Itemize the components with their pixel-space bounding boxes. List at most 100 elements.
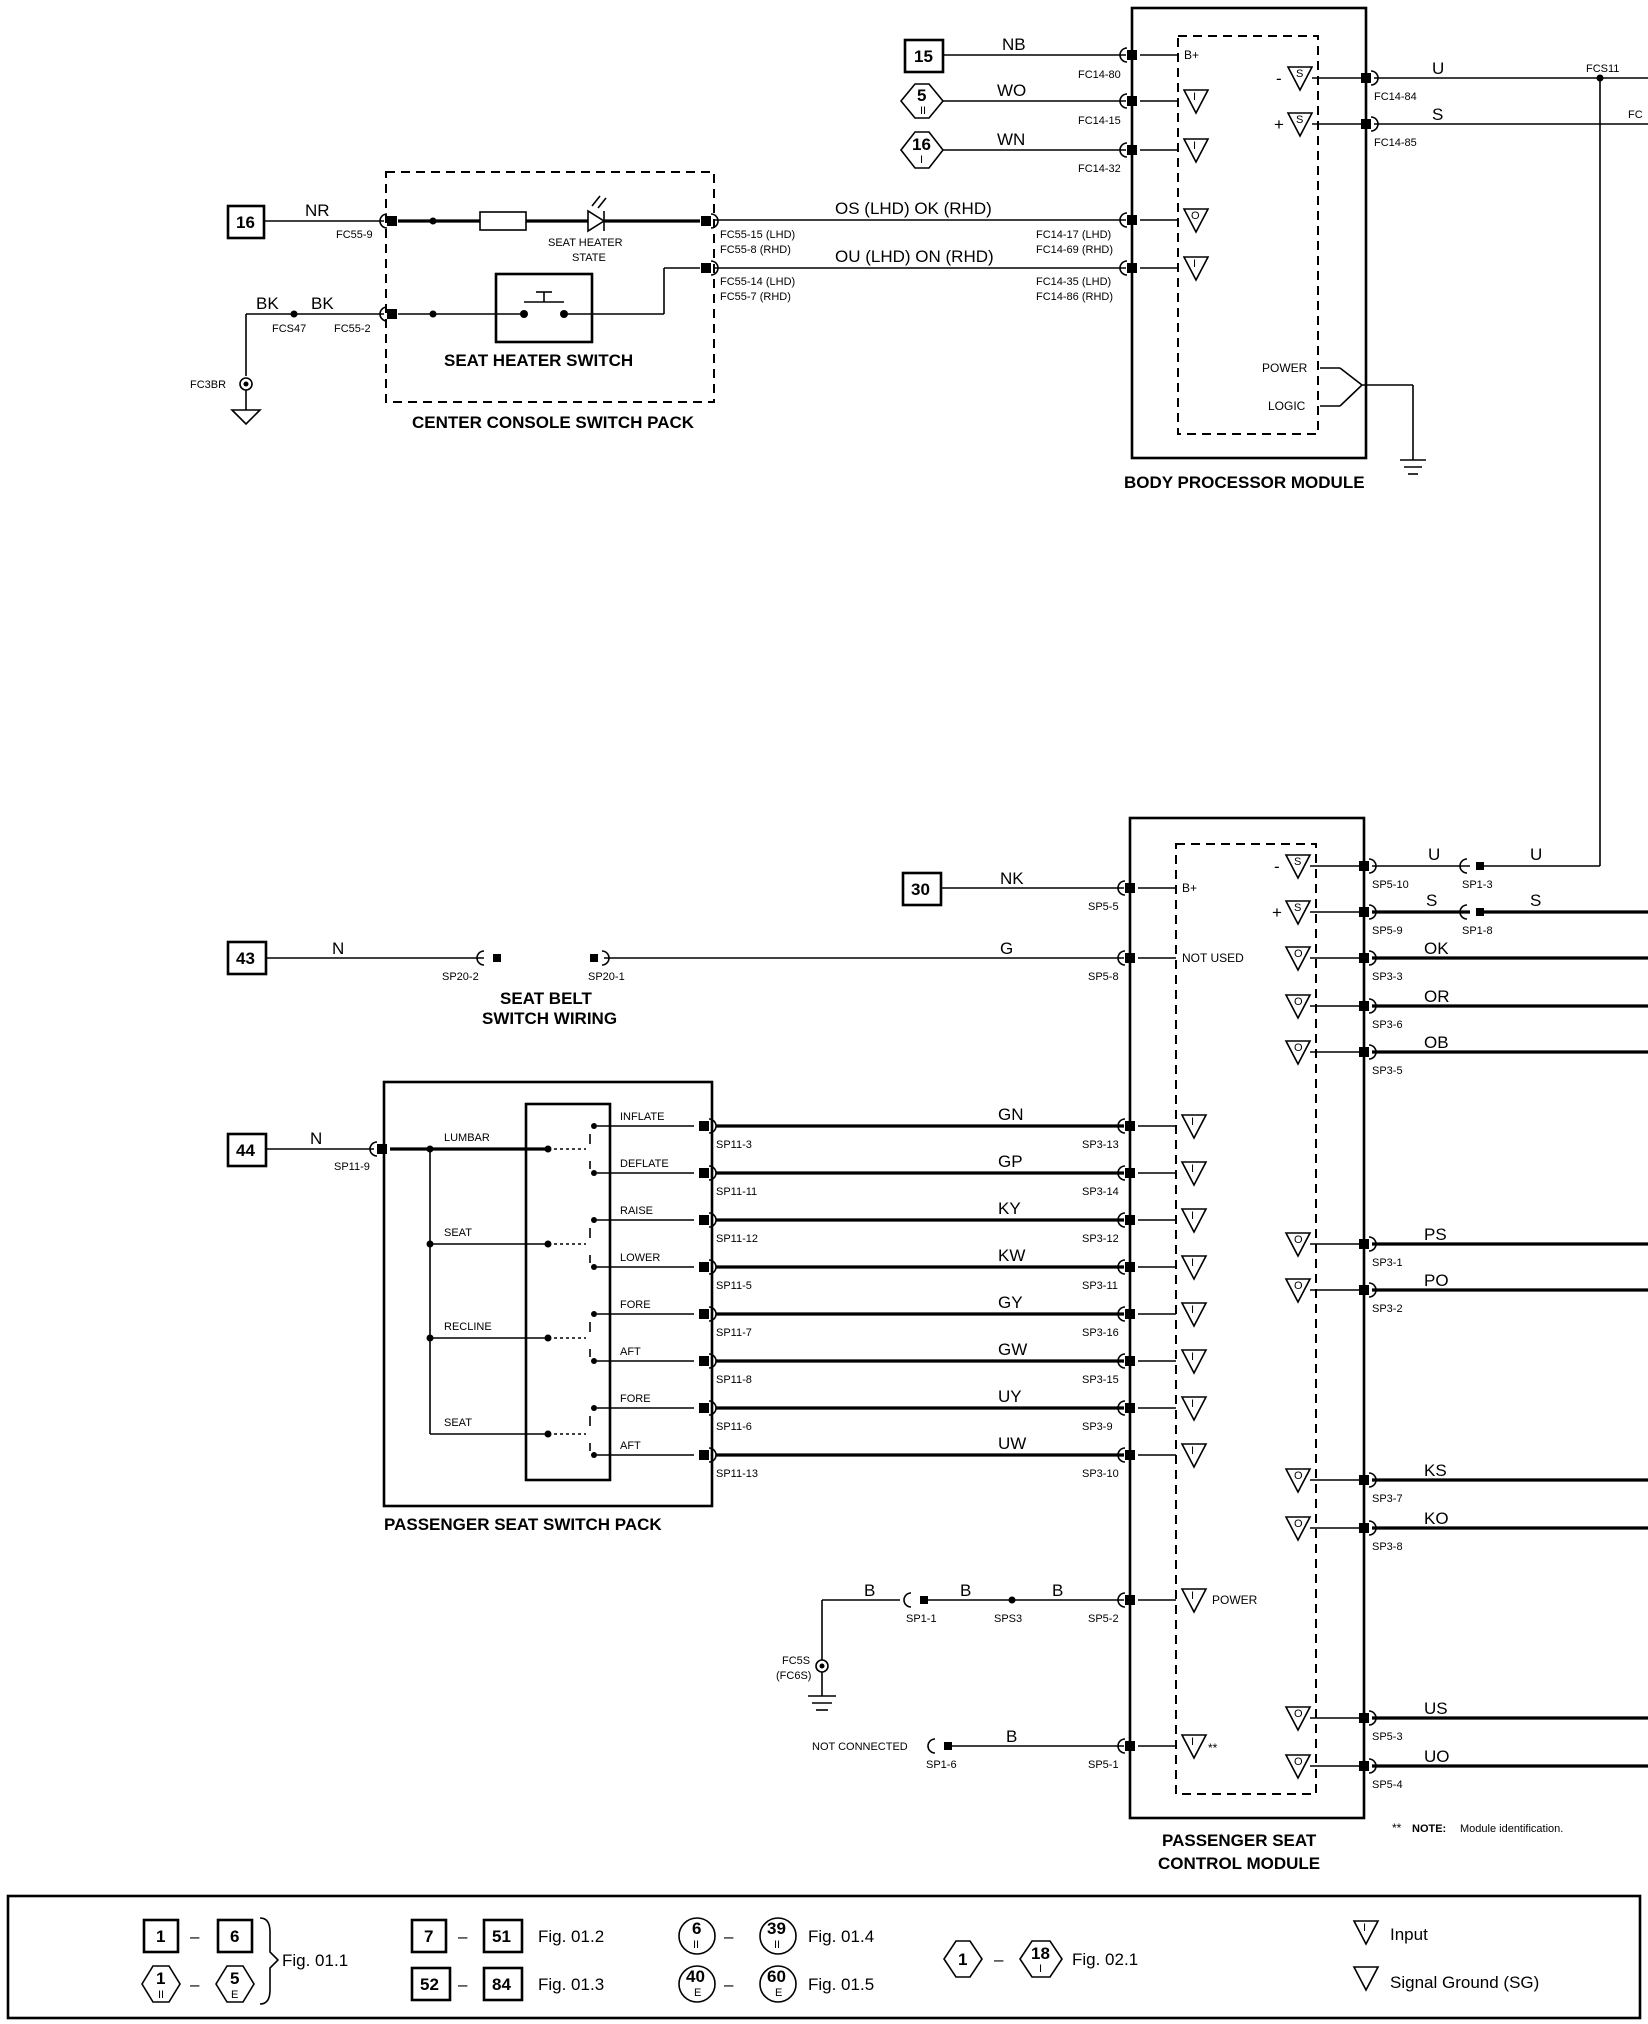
wire-po: PO bbox=[1424, 1271, 1449, 1290]
passenger-seat-switch-pack: PASSENGER SEAT SWITCH PACK 44 N SP11-9 I… bbox=[226, 1080, 758, 1534]
wire-us: US bbox=[1424, 1699, 1448, 1718]
legend-box-51: 51 bbox=[492, 1927, 511, 1946]
legend-circle-39-sub: II bbox=[774, 1939, 780, 1951]
wire-ou-on: OU (LHD) ON (RHD) bbox=[835, 247, 994, 266]
switch-pack-pin bbox=[699, 1262, 709, 1272]
center-console-switch-pack: CENTER CONSOLE SWITCH PACK 16 NR FC55-9 … bbox=[190, 171, 795, 432]
bpm-input-i: I bbox=[1193, 140, 1196, 152]
legend-box-52: 52 bbox=[420, 1975, 439, 1994]
wire-u-bpm: U bbox=[1432, 59, 1444, 78]
switch-position-label: INFLATE bbox=[620, 1111, 664, 1123]
switch-position-label: FORE bbox=[620, 1393, 651, 1405]
pscm-plus: + bbox=[1272, 903, 1282, 922]
pin-sp5-2: SP5-2 bbox=[1088, 1613, 1119, 1625]
switch-pack-pin bbox=[699, 1168, 709, 1178]
legend-dash: – bbox=[994, 1950, 1004, 1969]
seat-heater-state-line2: STATE bbox=[572, 252, 606, 264]
pin-sp1-3: SP1-3 bbox=[1462, 879, 1493, 891]
switch-pack-pin-label: SP11-6 bbox=[716, 1421, 752, 1433]
pin-fc14-15: FC14-15 bbox=[1078, 115, 1121, 127]
legend-input: Input bbox=[1390, 1925, 1428, 1944]
legend-fig-01-4: Fig. 01.4 bbox=[808, 1927, 874, 1946]
wire-ko: KO bbox=[1424, 1509, 1449, 1528]
pin-fc14-80: FC14-80 bbox=[1078, 69, 1121, 81]
wire-n-44: N bbox=[310, 1129, 322, 1148]
legend-circle-40: 40 bbox=[686, 1967, 705, 1986]
pscm-pin-label: SP3-13 bbox=[1082, 1139, 1119, 1151]
legend-oct-1b: 1 bbox=[958, 1950, 967, 1969]
switch-contacts: INFLATESP11-3DEFLATESP11-11RAISESP11-12L… bbox=[444, 1111, 758, 1480]
wire-ps: PS bbox=[1424, 1225, 1447, 1244]
pin-sp3-3: SP3-3 bbox=[1372, 971, 1403, 983]
pin-sp3-1: SP3-1 bbox=[1372, 1257, 1403, 1269]
pscm-output-o: O bbox=[1294, 996, 1303, 1008]
splice-fcs11: FCS11 bbox=[1586, 63, 1619, 75]
pin-fc14-32: FC14-32 bbox=[1078, 163, 1121, 175]
switch-pack-pin bbox=[699, 1450, 709, 1460]
switch-position-label: DEFLATE bbox=[620, 1158, 669, 1170]
switch-contact bbox=[591, 1123, 597, 1129]
legend-circle-6-sub: II bbox=[693, 1939, 699, 1951]
pscm-input-i: I bbox=[1191, 1398, 1194, 1410]
wire-b-2: B bbox=[960, 1581, 971, 1600]
pscm-input-i: I bbox=[1191, 1257, 1194, 1269]
pscm-output-o: O bbox=[1294, 1470, 1303, 1482]
legend-oct-1-sub: II bbox=[158, 1989, 164, 2001]
wire-b-1: B bbox=[864, 1581, 875, 1600]
pscm-note-marker: ** bbox=[1208, 1741, 1218, 1755]
switch-pack-wire-color: GP bbox=[998, 1152, 1023, 1171]
legend-dash: – bbox=[190, 1975, 200, 1994]
legend-oct-1: 1 bbox=[156, 1969, 165, 1988]
wire-ks: KS bbox=[1424, 1461, 1447, 1480]
switch-pack-pin bbox=[699, 1403, 709, 1413]
pin-sp5-3: SP5-3 bbox=[1372, 1731, 1403, 1743]
seat-belt-label-line1: SEAT BELT bbox=[500, 989, 593, 1008]
legend-box-1: 1 bbox=[156, 1927, 165, 1946]
switch-group-label: LUMBAR bbox=[444, 1132, 490, 1144]
wire-s-pscm-1: S bbox=[1426, 891, 1437, 910]
pin-sp5-8: SP5-8 bbox=[1088, 971, 1119, 983]
switch-position-label: AFT bbox=[620, 1440, 641, 1452]
wire-os-ok: OS (LHD) OK (RHD) bbox=[835, 199, 992, 218]
wire-g: G bbox=[1000, 939, 1013, 958]
note-label: NOTE: bbox=[1412, 1823, 1446, 1835]
ref-30: 30 bbox=[911, 880, 930, 899]
legend-dash: – bbox=[724, 1927, 734, 1946]
pin-sp3-8: SP3-8 bbox=[1372, 1541, 1403, 1553]
switch-position-label: AFT bbox=[620, 1346, 641, 1358]
pscm-pin-label: SP3-11 bbox=[1082, 1280, 1118, 1292]
ref-43: 43 bbox=[236, 949, 255, 968]
pin-sp3-6: SP3-6 bbox=[1372, 1019, 1403, 1031]
pscm-bplus: B+ bbox=[1182, 881, 1197, 895]
pin-sp5-4: SP5-4 bbox=[1372, 1779, 1403, 1791]
pscm-input-i: I bbox=[1191, 1736, 1194, 1748]
pscm-power: POWER bbox=[1212, 1593, 1258, 1607]
pin-fc55-14: FC55-14 (LHD) bbox=[720, 276, 795, 288]
switch-pack-wire-color: UW bbox=[998, 1434, 1026, 1453]
pin-sp5-10: SP5-10 bbox=[1372, 879, 1409, 891]
pscm-pin-label: SP3-15 bbox=[1082, 1374, 1119, 1386]
pscm-output-o: O bbox=[1294, 1518, 1303, 1530]
pin-sp3-2: SP3-2 bbox=[1372, 1303, 1403, 1315]
pin-sp3-5: SP3-5 bbox=[1372, 1065, 1403, 1077]
pscm-output-o: O bbox=[1294, 1708, 1303, 1720]
pin-fc14-17: FC14-17 (LHD) bbox=[1036, 229, 1111, 241]
pin-fc14-86: FC14-86 (RHD) bbox=[1036, 291, 1113, 303]
pin-fc55-9: FC55-9 bbox=[336, 229, 373, 241]
wire-s-bpm: S bbox=[1432, 105, 1443, 124]
wire-nr: NR bbox=[305, 201, 330, 220]
pscm-input-i: I bbox=[1191, 1445, 1194, 1457]
wire-nk: NK bbox=[1000, 869, 1024, 888]
ref-16a: 16 bbox=[912, 135, 931, 154]
switch-contact bbox=[591, 1170, 597, 1176]
pscm-right-wiring: U U SP5-10 SP1-3 S S SP5-9 SP1-8 OK SP3-… bbox=[1372, 845, 1648, 1791]
wire-bk1: BK bbox=[256, 294, 279, 313]
pscm-pin-label: SP3-14 bbox=[1082, 1186, 1119, 1198]
wire-b-3: B bbox=[1052, 1581, 1063, 1600]
switch-contact bbox=[591, 1311, 597, 1317]
ref-16a-sub: I bbox=[920, 154, 923, 166]
wire-wo: WO bbox=[997, 81, 1026, 100]
legend-box-84: 84 bbox=[492, 1975, 511, 1994]
wire-nb: NB bbox=[1002, 35, 1026, 54]
switch-pack-pin bbox=[699, 1309, 709, 1319]
